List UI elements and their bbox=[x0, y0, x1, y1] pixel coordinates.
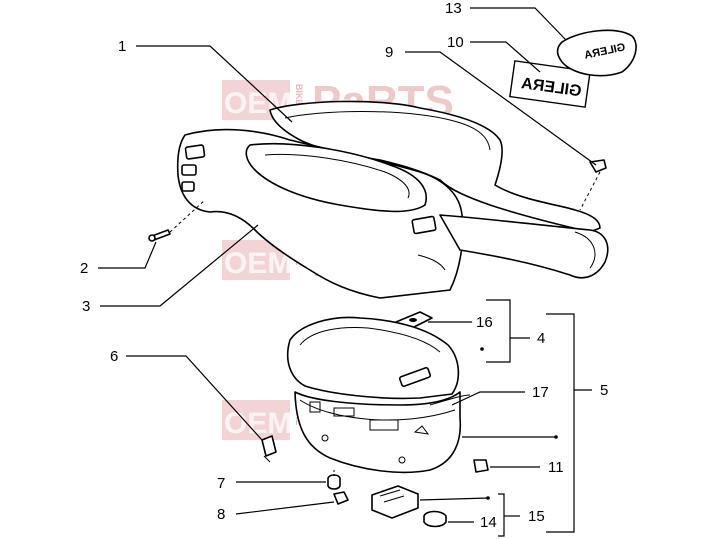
instrument-panel-body bbox=[294, 391, 462, 474]
instrument-panel-top bbox=[286, 316, 460, 400]
callout-numbers: 1 2 3 4 5 6 7 8 9 10 11 13 14 15 16 17 bbox=[80, 0, 608, 531]
callout-9: 9 bbox=[385, 44, 393, 61]
bulb-part-6 bbox=[261, 435, 277, 463]
callout-5: 5 bbox=[600, 382, 608, 399]
cap-part-14 bbox=[423, 510, 447, 528]
callout-15: 15 bbox=[528, 508, 545, 525]
callout-17: 17 bbox=[532, 384, 549, 401]
callout-6: 6 bbox=[110, 348, 118, 365]
callout-8: 8 bbox=[217, 506, 225, 523]
leader-lines bbox=[98, 7, 597, 537]
svg-text:OEM: OEM bbox=[224, 407, 292, 440]
callout-7: 7 bbox=[217, 475, 225, 492]
grommet-part-7 bbox=[327, 470, 341, 490]
handlebar-cover-lower bbox=[148, 128, 609, 299]
callout-1: 1 bbox=[118, 38, 126, 55]
callout-10: 10 bbox=[447, 34, 464, 51]
gilera-shield-decal: GILERA bbox=[556, 29, 637, 77]
gilera-plate-decal: GILERA bbox=[509, 60, 591, 108]
callout-2: 2 bbox=[80, 260, 88, 277]
callout-3: 3 bbox=[82, 298, 90, 315]
callout-4: 4 bbox=[537, 330, 545, 347]
svg-text:OEM: OEM bbox=[224, 247, 292, 280]
connector-part-15 bbox=[371, 485, 419, 519]
callout-14: 14 bbox=[480, 514, 497, 531]
screw-part-11 bbox=[473, 459, 489, 473]
nut-part-8 bbox=[333, 491, 349, 505]
svg-text:BIKE: BIKE bbox=[294, 84, 304, 106]
callout-11: 11 bbox=[548, 459, 564, 476]
grommet-part-9 bbox=[579, 159, 607, 211]
callout-16: 16 bbox=[476, 314, 493, 331]
callout-13: 13 bbox=[445, 0, 462, 17]
seal-part-17 bbox=[429, 394, 471, 406]
